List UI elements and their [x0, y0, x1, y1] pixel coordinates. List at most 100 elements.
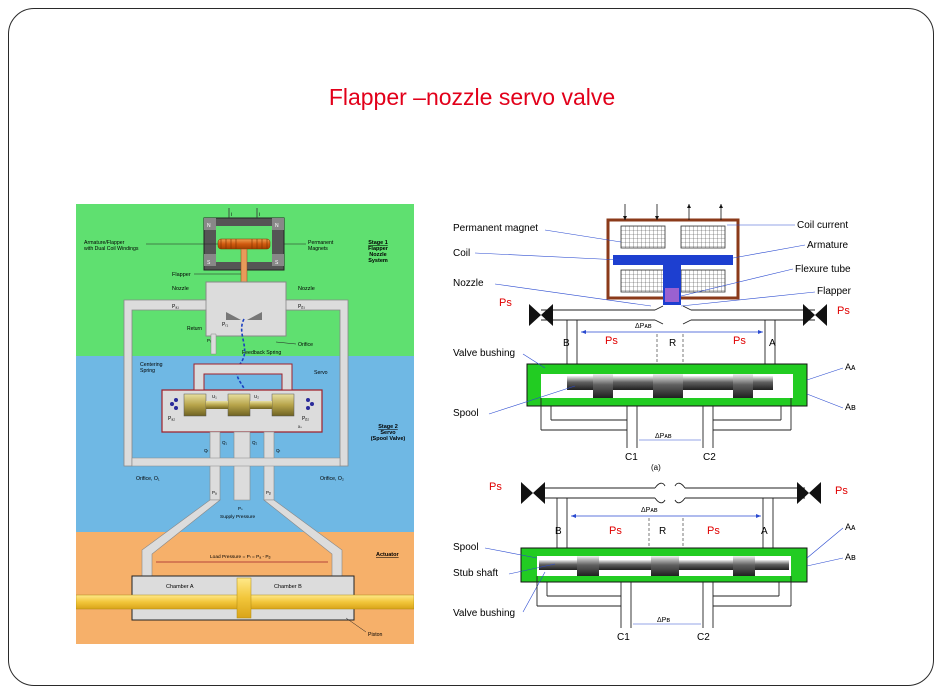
pole-s-left: S: [207, 260, 211, 266]
supply-valve-right: [803, 304, 827, 326]
coil-current-label: Coil current: [797, 220, 848, 231]
current-label-1: i: [231, 212, 232, 218]
feedback-spring-label: Feedback Spring: [242, 350, 281, 356]
spool-land-2: [227, 393, 251, 417]
chamber-b-label: Chamber B: [274, 584, 302, 590]
ps-bot-inner-left-label: Ps: [609, 525, 622, 537]
nozzle-label-right: Nozzle: [453, 278, 484, 289]
supply-valve-bottom-right: [797, 482, 821, 504]
ql-label-right: Qₗ: [276, 448, 281, 453]
aa-bot-label: Aᴀ: [845, 522, 856, 532]
pb1-label: Pᵦ₁: [298, 304, 305, 310]
supply-valve-bottom-left: [521, 482, 545, 504]
nozzle-left-label: Nozzle: [172, 286, 189, 292]
ps-top-right-label: Ps: [837, 305, 850, 317]
dp-ab-top-label: ΔPᴀʙ: [635, 323, 652, 330]
return-line: [210, 333, 217, 355]
ps-top-left-label: Ps: [499, 297, 512, 309]
dp-ab-mid-label: ΔPᴀʙ: [655, 433, 672, 440]
coil-top-right: [680, 225, 726, 249]
ab-bot-label: Aʙ: [845, 552, 856, 562]
ps-bot-inner-right-label: Ps: [707, 525, 720, 537]
actuator-label: Actuator: [376, 552, 399, 558]
spool-land-1: [183, 393, 207, 417]
permanent-magnet-label: Permanent magnet: [453, 223, 538, 234]
c1-top-label: C1: [625, 452, 638, 463]
nozzle-right-label: Nozzle: [298, 286, 315, 292]
spool-bot-label: Spool: [453, 542, 479, 553]
stub-shaft-label: Stub shaft: [453, 568, 498, 579]
dp-ab-bot-label: ΔPᴀʙ: [641, 507, 658, 514]
supply-valve-left: [529, 304, 553, 326]
flapper-label: Flapper: [172, 272, 191, 278]
pole-n-left: N: [207, 223, 211, 229]
coil-label: Coil: [453, 248, 470, 259]
xs-label: xₛ: [298, 424, 302, 429]
u2-label: U₂: [254, 394, 259, 399]
ab-top-label: Aʙ: [845, 402, 856, 412]
flexure-tube: [665, 288, 679, 302]
current-label-2: i: [259, 212, 260, 218]
dp-b-bot-label: ΔPʙ: [657, 617, 670, 624]
flexure-tube-label: Flexure tube: [795, 264, 851, 275]
pr-small-label: Pᵣ: [207, 338, 211, 343]
servo-channel: [193, 363, 293, 391]
pb-label: Pᵦ: [266, 490, 271, 495]
ps-label: Pₛ: [238, 506, 243, 511]
orifice-o1-label: Orifice, O₁: [136, 476, 160, 482]
left-pressure-channel: [123, 299, 207, 467]
chamber-a-label: Chamber A: [166, 584, 194, 590]
pole-n-right: N: [275, 223, 279, 229]
flapper-label-right: Flapper: [817, 286, 852, 297]
servo-valve-schematic: Permanent magnet Coil current Coil Armat…: [453, 204, 856, 643]
pa1-label: Pₐ₁: [172, 304, 179, 310]
coil-top-left: [620, 225, 666, 249]
load-pressure-label: Load Pressure = Pₗ = Pₐ - Pᵦ: [210, 554, 271, 560]
spool-top-label: Spool: [453, 408, 479, 419]
valve-bushing-bot-label: Valve bushing: [453, 608, 515, 619]
coil-bottom-left: [620, 269, 666, 293]
b-bot-label: B: [555, 526, 562, 537]
spool-land-3: [271, 393, 295, 417]
u1-label: U₁: [212, 394, 217, 399]
return-label: Return: [187, 326, 202, 332]
b-top-label: B: [563, 338, 570, 349]
piston-label: Piston: [368, 632, 383, 638]
ps-inner-left-label: Ps: [605, 335, 618, 347]
r-bot-label: R: [659, 526, 666, 537]
coil-bottom-right: [680, 269, 726, 293]
q1-label: Q₁: [222, 440, 228, 445]
pole-s-right: S: [275, 260, 279, 266]
armature-label-right: Armature: [807, 240, 849, 251]
valve-bushing-top-label: Valve bushing: [453, 348, 515, 359]
a-bot-label: A: [761, 526, 768, 537]
orifice-o2-label: Orifice, O₂: [320, 476, 344, 482]
c2-top-label: C2: [703, 452, 716, 463]
supply-pressure-label: Supply Pressure: [220, 514, 256, 520]
r-top-label: R: [669, 338, 676, 349]
slide-title: Flapper –nozzle servo valve: [328, 84, 616, 110]
ql-label-left: Qₗ: [204, 448, 209, 453]
caption-a: (a): [651, 463, 661, 472]
c2-bot-label: C2: [697, 632, 710, 643]
pr-label: Pᵣ₁: [222, 322, 229, 328]
aa-top-label: Aᴀ: [845, 362, 856, 372]
ps-inner-right-label: Ps: [733, 335, 746, 347]
pa2-label: Pₐ₂: [168, 416, 175, 422]
pb2-label: Pᵦ₂: [302, 416, 309, 422]
ps-bot-left-label: Ps: [489, 481, 502, 493]
pa-label: Pₐ: [212, 490, 217, 495]
c1-bot-label: C1: [617, 632, 630, 643]
ps-bot-right-label: Ps: [835, 485, 848, 497]
q2-label: Q₂: [252, 440, 258, 445]
orifice-label: Orifice: [298, 342, 313, 348]
a-top-label: A: [769, 338, 776, 349]
servo-label: Servo: [314, 370, 328, 376]
piston-head: [236, 577, 252, 619]
